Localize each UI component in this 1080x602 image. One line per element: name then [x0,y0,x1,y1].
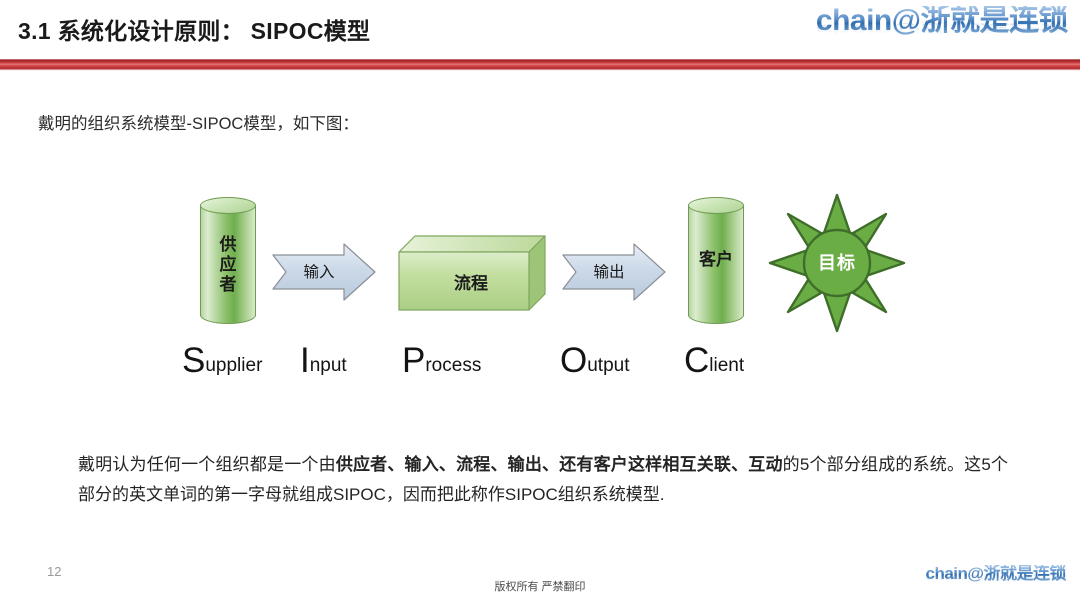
supplier-cylinder: 供 应 者 [200,197,256,332]
page-title: 3.1 系统化设计原则： SIPOC模型 [18,18,371,44]
client-label: 客户 [699,250,733,269]
sunburst-icon [768,193,906,333]
sipoc-rest-output: utput [587,355,630,376]
sipoc-diagram: 供 应 者 输入 [150,185,940,400]
client-cylinder: 客户 [688,197,744,332]
target-sunburst: 目标 [768,193,906,333]
footer-logo-reflection: chain@浙就是连锁 [925,574,1066,584]
input-arrow: 输入 [272,243,376,301]
sipoc-word-row: Supplier Input Process Output Client [150,343,940,393]
sipoc-rest-client: lient [709,355,745,376]
brand-logo-reflection: chain@浙就是连锁 [815,21,1068,39]
body-paragraph: 戴明认为任何一个组织都是一个由供应者、输入、流程、输出、还有客户这样相互关联、互… [78,450,1008,510]
sipoc-word-output: Output [560,343,630,378]
sipoc-cap-s: S [182,341,206,380]
output-arrow: 输出 [562,243,666,301]
sipoc-cap-c: C [684,341,710,380]
page-number: 12 [47,564,62,579]
intro-text: 戴明的组织系统模型-SIPOC模型，如下图： [38,115,359,133]
brand-logo-text: chain@浙就是连锁 [815,4,1069,37]
output-arrow-label: 输出 [593,264,625,281]
process-3d-box-icon [398,235,546,311]
body-bold-terms: 供应者、输入、流程、输出、还有客户这样相互关联、互动 [335,455,783,474]
header-divider-rule [0,58,1080,71]
cylinder-top-ellipse [200,197,256,214]
sipoc-word-supplier: Supplier [182,343,262,378]
supplier-char-1: 供 [219,235,237,254]
footer-copyright: 版权所有 严禁翻印 [494,581,586,593]
supplier-char-3: 者 [219,275,237,295]
footer-logo-text: chain@浙就是连锁 [925,564,1067,583]
supplier-label: 供 应 者 [200,235,256,295]
sipoc-rest-input: nput [309,355,347,376]
arrow-right-icon [562,243,666,301]
sipoc-rest-supplier: upplier [205,355,263,376]
sipoc-cap-i: I [300,341,310,380]
sipoc-rest-process: rocess [425,355,482,376]
body-part-2: 的5个部分组成的系统。这5个部分的英文单词的第一字母就组成SIPOC，因而把此称… [78,455,1009,504]
supplier-char-2: 应 [219,255,237,275]
cylinder-body [200,205,256,324]
header-brand-logo: chain@浙就是连锁 chain@浙就是连锁 [768,4,1069,52]
process-label: 流程 [454,274,488,293]
sipoc-word-process: Process [402,343,481,378]
sipoc-word-input: Input [300,343,347,378]
target-label: 目标 [818,253,856,273]
cylinder-top-ellipse [688,197,744,214]
slide-header: 3.1 系统化设计原则： SIPOC模型 chain@浙就是连锁 chain@浙… [0,0,1080,58]
arrow-right-icon [272,243,376,301]
input-arrow-label: 输入 [303,264,335,281]
sipoc-cap-p: P [402,341,426,380]
sipoc-word-client: Client [684,343,744,378]
sipoc-cap-o: O [560,341,588,380]
footer-brand-logo: chain@浙就是连锁 chain@浙就是连锁 [856,564,1067,598]
body-part-1: 戴明认为任何一个组织都是一个由 [78,455,336,474]
cylinder-body [688,205,744,324]
process-box: 流程 [398,234,546,312]
